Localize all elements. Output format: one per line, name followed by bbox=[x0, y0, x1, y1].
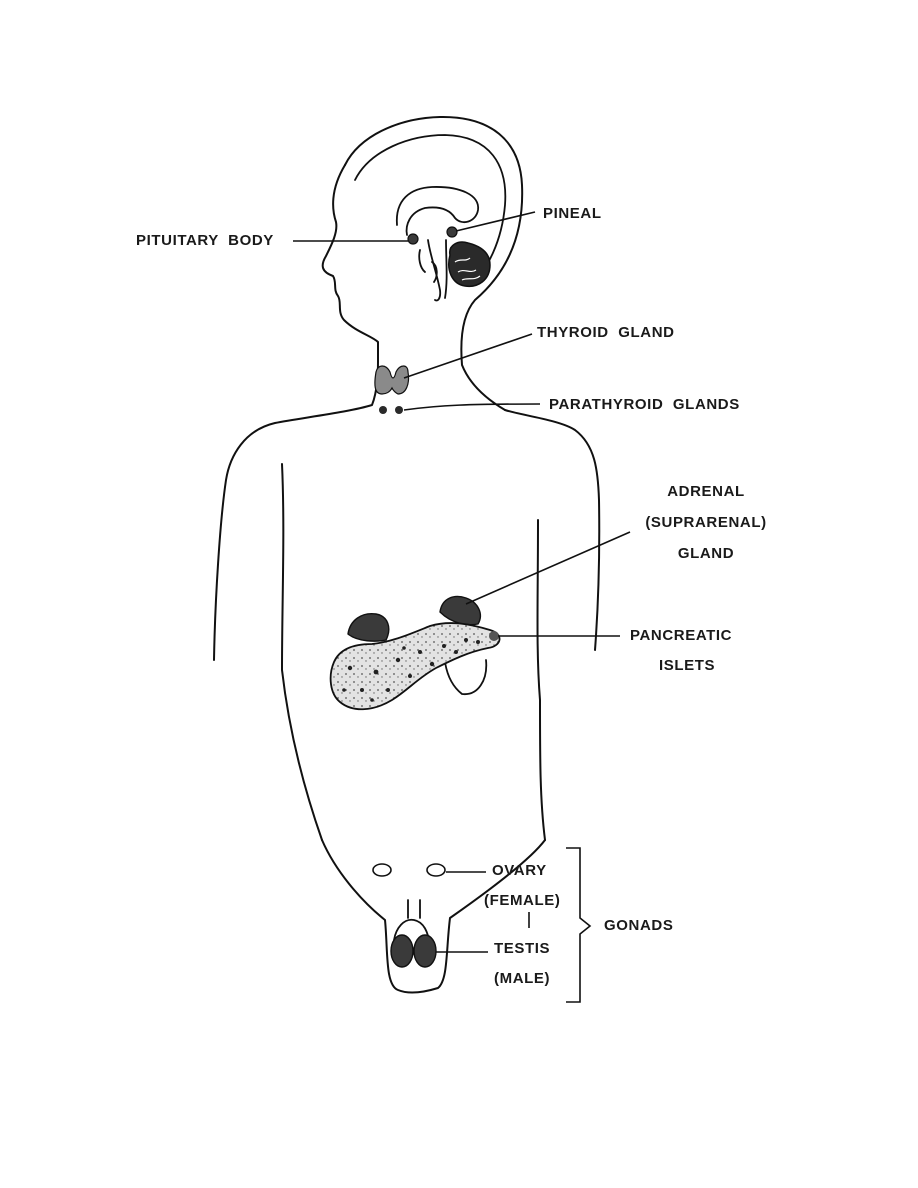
brain-stem bbox=[427, 239, 448, 302]
label-thyroid-gland: THYROID GLAND bbox=[537, 324, 675, 341]
testis-right bbox=[413, 934, 437, 968]
corpus-callosum bbox=[396, 186, 479, 236]
skull-outline bbox=[344, 115, 524, 411]
thyroid-leader-line bbox=[403, 333, 533, 379]
ovary-left bbox=[372, 863, 392, 877]
pineal-gland bbox=[446, 226, 458, 238]
label-pancreatic-line-2: ISLETS bbox=[659, 657, 716, 674]
label-adrenal-line-1: ADRENAL bbox=[667, 483, 745, 500]
label-pancreatic-line-1: PANCREATIC bbox=[630, 627, 733, 644]
thyroid-gland bbox=[374, 365, 410, 395]
pineal-leader-line bbox=[455, 211, 536, 232]
label-parathyroid-glands: PARATHYROID GLANDS bbox=[549, 396, 740, 413]
adrenal-gland-left bbox=[347, 613, 390, 642]
pancreatic-islet-marker bbox=[489, 631, 499, 641]
torso-right bbox=[504, 409, 601, 841]
label-female: (FEMALE) bbox=[484, 892, 561, 909]
label-testis: TESTIS bbox=[494, 940, 551, 957]
label-adrenal-line-2: (SUPRARENAL) bbox=[645, 514, 767, 531]
pelvis-outline bbox=[321, 839, 546, 994]
parathyroid-gland-right bbox=[395, 406, 403, 414]
pancreas bbox=[329, 622, 501, 711]
label-male: (MALE) bbox=[494, 970, 551, 987]
label-ovary: OVARY bbox=[492, 862, 547, 879]
label-adrenal-line-3: GLAND bbox=[677, 545, 735, 562]
pituitary-gland bbox=[407, 233, 419, 245]
parathyroid-leader-line bbox=[403, 403, 541, 411]
testis-left bbox=[390, 934, 414, 968]
parathyroid-gland-left bbox=[379, 406, 387, 414]
gonads-bracket bbox=[566, 847, 592, 1003]
cerebellum bbox=[448, 241, 491, 288]
brain-detail bbox=[418, 249, 438, 283]
torso-left bbox=[213, 361, 379, 841]
label-pituitary-body: PITUITARY BODY bbox=[136, 232, 274, 249]
ovary-right bbox=[426, 863, 446, 877]
adrenal-leader-line bbox=[465, 531, 631, 605]
label-gonads: GONADS bbox=[604, 917, 674, 934]
head-outline bbox=[321, 164, 379, 363]
label-pineal: PINEAL bbox=[543, 205, 602, 222]
pancreatic-islets-dots bbox=[342, 638, 480, 702]
inner-leg-lines bbox=[393, 899, 431, 946]
brain-outline bbox=[354, 134, 507, 286]
